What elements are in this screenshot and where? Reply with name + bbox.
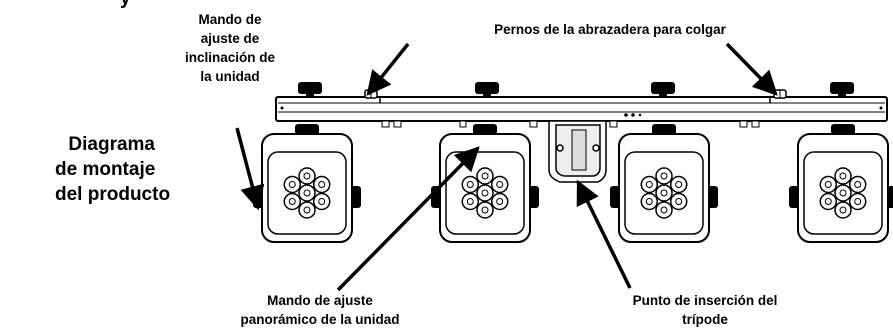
tilt-label-line-3: inclinación de	[184, 50, 276, 65]
tripod-label-line-2: trípode	[682, 312, 728, 327]
fixture-units	[253, 124, 893, 243]
title-clipped-fragment: y	[120, 0, 131, 11]
led-core	[839, 172, 847, 180]
hanging-bolts-label: Pernos de la abrazadera para colgar	[440, 20, 780, 39]
tripod-insertion-label: Punto de inserción del trípode	[595, 291, 815, 329]
unit-top-knob	[473, 124, 497, 135]
fixture-unit-3	[610, 124, 718, 243]
led-core	[660, 189, 668, 197]
tilt-knob-arrow	[235, 127, 265, 211]
top-knob-2	[475, 82, 499, 98]
unit-top-knob	[295, 124, 319, 135]
led-core	[496, 181, 504, 188]
title-line-2: de montaje	[55, 159, 156, 180]
led-core	[675, 181, 683, 188]
bolt-arrow-right	[725, 42, 778, 96]
led-core	[645, 181, 653, 188]
tripod-arrow	[576, 179, 632, 289]
led-core	[645, 198, 653, 205]
tripod-label-line-1: Punto de inserción del	[632, 293, 778, 308]
tilt-label-line-1: Mando de	[198, 12, 262, 27]
top-knob-4	[830, 82, 854, 98]
led-core	[318, 181, 326, 188]
callout-arrows	[235, 42, 778, 292]
tilt-label-line-4: la unidad	[200, 69, 260, 84]
bolt-arrow-left	[366, 42, 410, 96]
led-core	[318, 198, 326, 205]
led-core	[854, 198, 862, 205]
led-core	[675, 198, 683, 205]
top-knob-1	[298, 82, 322, 98]
unit-top-knob	[831, 124, 855, 135]
tilt-knob-label: Mando de ajuste de inclinación de la uni…	[160, 10, 300, 86]
led-core	[660, 172, 668, 180]
led-core	[288, 181, 296, 188]
led-core	[496, 198, 504, 205]
led-core	[303, 172, 311, 180]
led-core	[481, 172, 489, 180]
pan-knob-arrow	[336, 146, 480, 292]
side-knob-right	[351, 186, 361, 208]
led-core	[839, 206, 847, 214]
led-core	[481, 206, 489, 214]
title-line-3: del producto	[55, 184, 171, 205]
led-core	[854, 181, 862, 188]
unit-top-knob	[652, 124, 676, 135]
bolts-label-line-1: Pernos de la abrazadera para colgar	[494, 22, 726, 37]
led-core	[824, 181, 832, 188]
led-core	[660, 206, 668, 214]
side-knob-right	[529, 186, 539, 208]
side-knob-right	[708, 186, 718, 208]
side-knob-left	[789, 186, 799, 208]
pan-knob-label: Mando de ajuste panorámico de la unidad	[220, 291, 420, 329]
side-knob-left	[610, 186, 620, 208]
led-core	[303, 206, 311, 214]
diagram-title: Diagrama de montaje del producto	[55, 132, 171, 207]
led-core	[839, 189, 847, 197]
fixture-unit-1	[253, 124, 361, 243]
led-core	[466, 181, 474, 188]
led-core	[481, 189, 489, 197]
tilt-label-line-2: ajuste de	[200, 31, 260, 46]
top-knob-3	[651, 82, 675, 98]
fixture-unit-4	[789, 124, 893, 243]
led-core	[288, 198, 296, 205]
led-core	[466, 198, 474, 205]
title-line-1: Diagrama	[68, 134, 155, 155]
tripod-mount-bracket	[548, 120, 607, 183]
pan-label-line-2: panorámico de la unidad	[240, 312, 400, 327]
led-core	[824, 198, 832, 205]
pan-label-line-1: Mando de ajuste	[267, 293, 373, 308]
led-core	[303, 189, 311, 197]
fixture-unit-2	[431, 124, 539, 243]
